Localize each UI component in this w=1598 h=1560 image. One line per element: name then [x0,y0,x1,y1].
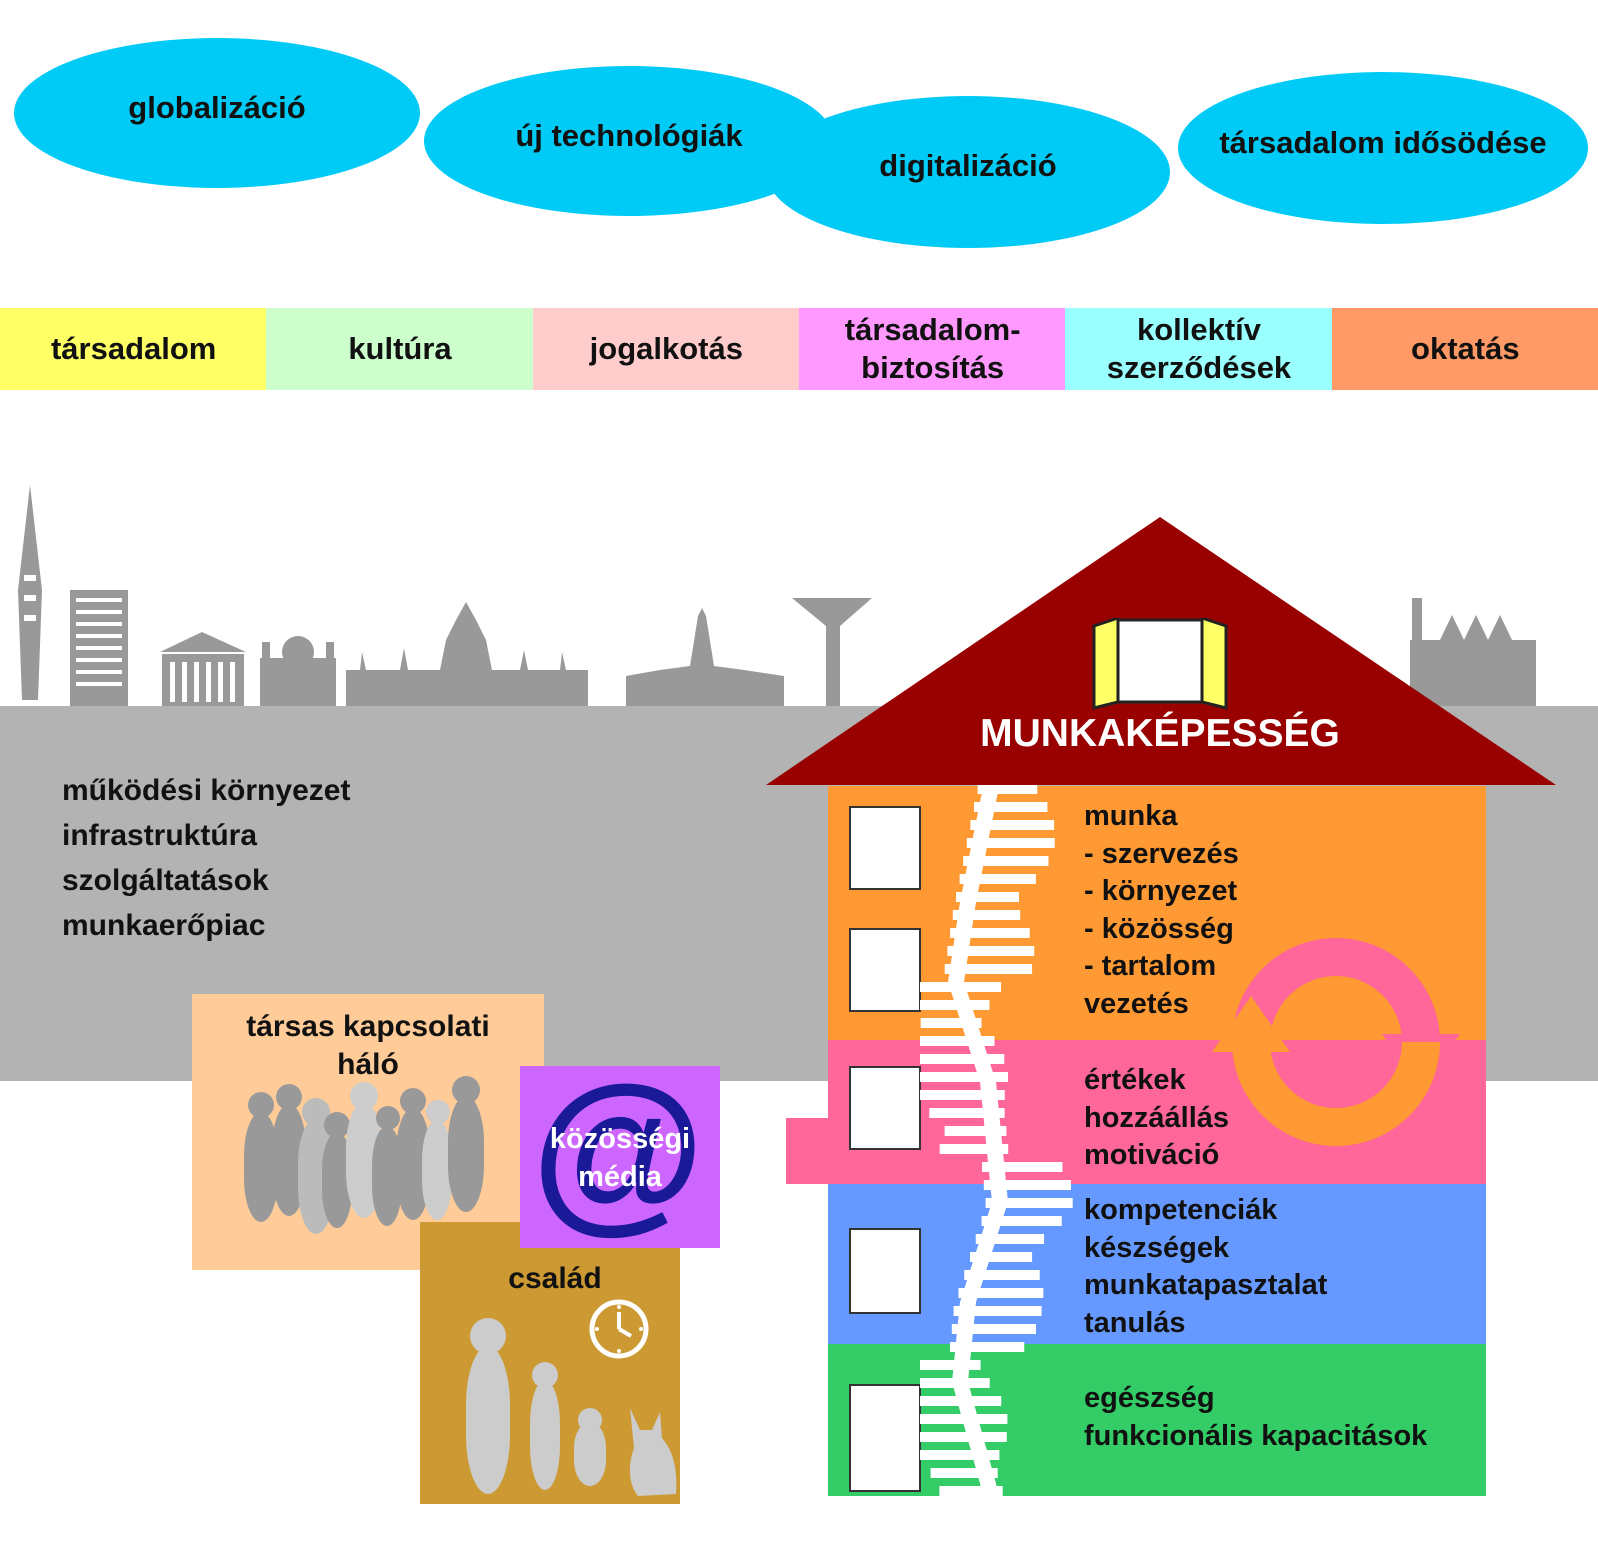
staircase-icon [920,782,1073,1498]
cloud-new-technologies: új technológiák [424,66,834,216]
band-label: kollektív szerződések [1106,312,1292,385]
band-5: oktatás [1331,308,1598,390]
family-figures-icon [460,1318,680,1498]
house-window [849,928,921,1012]
house-window [849,1228,921,1314]
social-network-title: társas kapcsolati háló [246,1010,490,1081]
social-media-label: közösségi média [549,1123,691,1193]
cloud-digitalization: digitalizáció [766,96,1170,248]
band-label: társadalom- biztosítás [844,312,1021,385]
clock-icon [589,1299,649,1359]
floor-competence [828,1184,1486,1344]
band-label: kultúra [348,331,452,366]
cycle-arrows-icon [1212,938,1460,1146]
people-crowd-icon [240,1070,500,1234]
cloud-new-technologies-label: új technológiák [515,118,743,153]
band-label: társadalom [50,331,217,366]
at-symbol-icon: @ [531,1066,705,1248]
cloud-globalization-label: globalizáció [128,90,306,125]
cloud-aging-society-label: társadalom idősödése [1219,125,1547,160]
house-window [849,1066,921,1150]
family-label: család [508,1262,602,1295]
cloud-globalization: globalizáció [14,38,420,188]
band-1: kultúra [266,308,534,390]
floor-work [828,786,1486,1040]
floor-work-text: munka - szervezés - környezet - közösség… [1084,800,1239,1020]
house-window [849,806,921,890]
band-3: társadalom- biztosítás [799,308,1067,390]
floor-values-porch [786,1118,836,1184]
house-window [849,1384,921,1492]
social-media-box: @ közösségi média [520,1066,720,1248]
band-4: kollektív szerződések [1065,308,1333,390]
cloud-aging-society: társadalom idősödése [1178,72,1588,224]
floor-health-text: egészség funkcionális kapacitások [1084,1382,1428,1452]
band-label: oktatás [1411,331,1520,366]
roof-title: MUNKAKÉPESSÉG [980,712,1340,755]
attic-window [1092,618,1228,710]
band-label: jogalkotás [589,331,743,366]
floor-values-text: értékek hozzáállás motiváció [1084,1064,1230,1171]
band-2: jogalkotás [532,308,800,390]
cat-icon [629,1408,677,1496]
band-0: társadalom [0,308,268,390]
floor-competence-text: kompetenciák készségek munkatapasztalat … [1084,1194,1328,1339]
cloud-digitalization-label: digitalizáció [879,148,1057,183]
city-skyline [18,485,1536,706]
environment-text: működési környezet infrastruktúra szolgá… [62,774,351,942]
